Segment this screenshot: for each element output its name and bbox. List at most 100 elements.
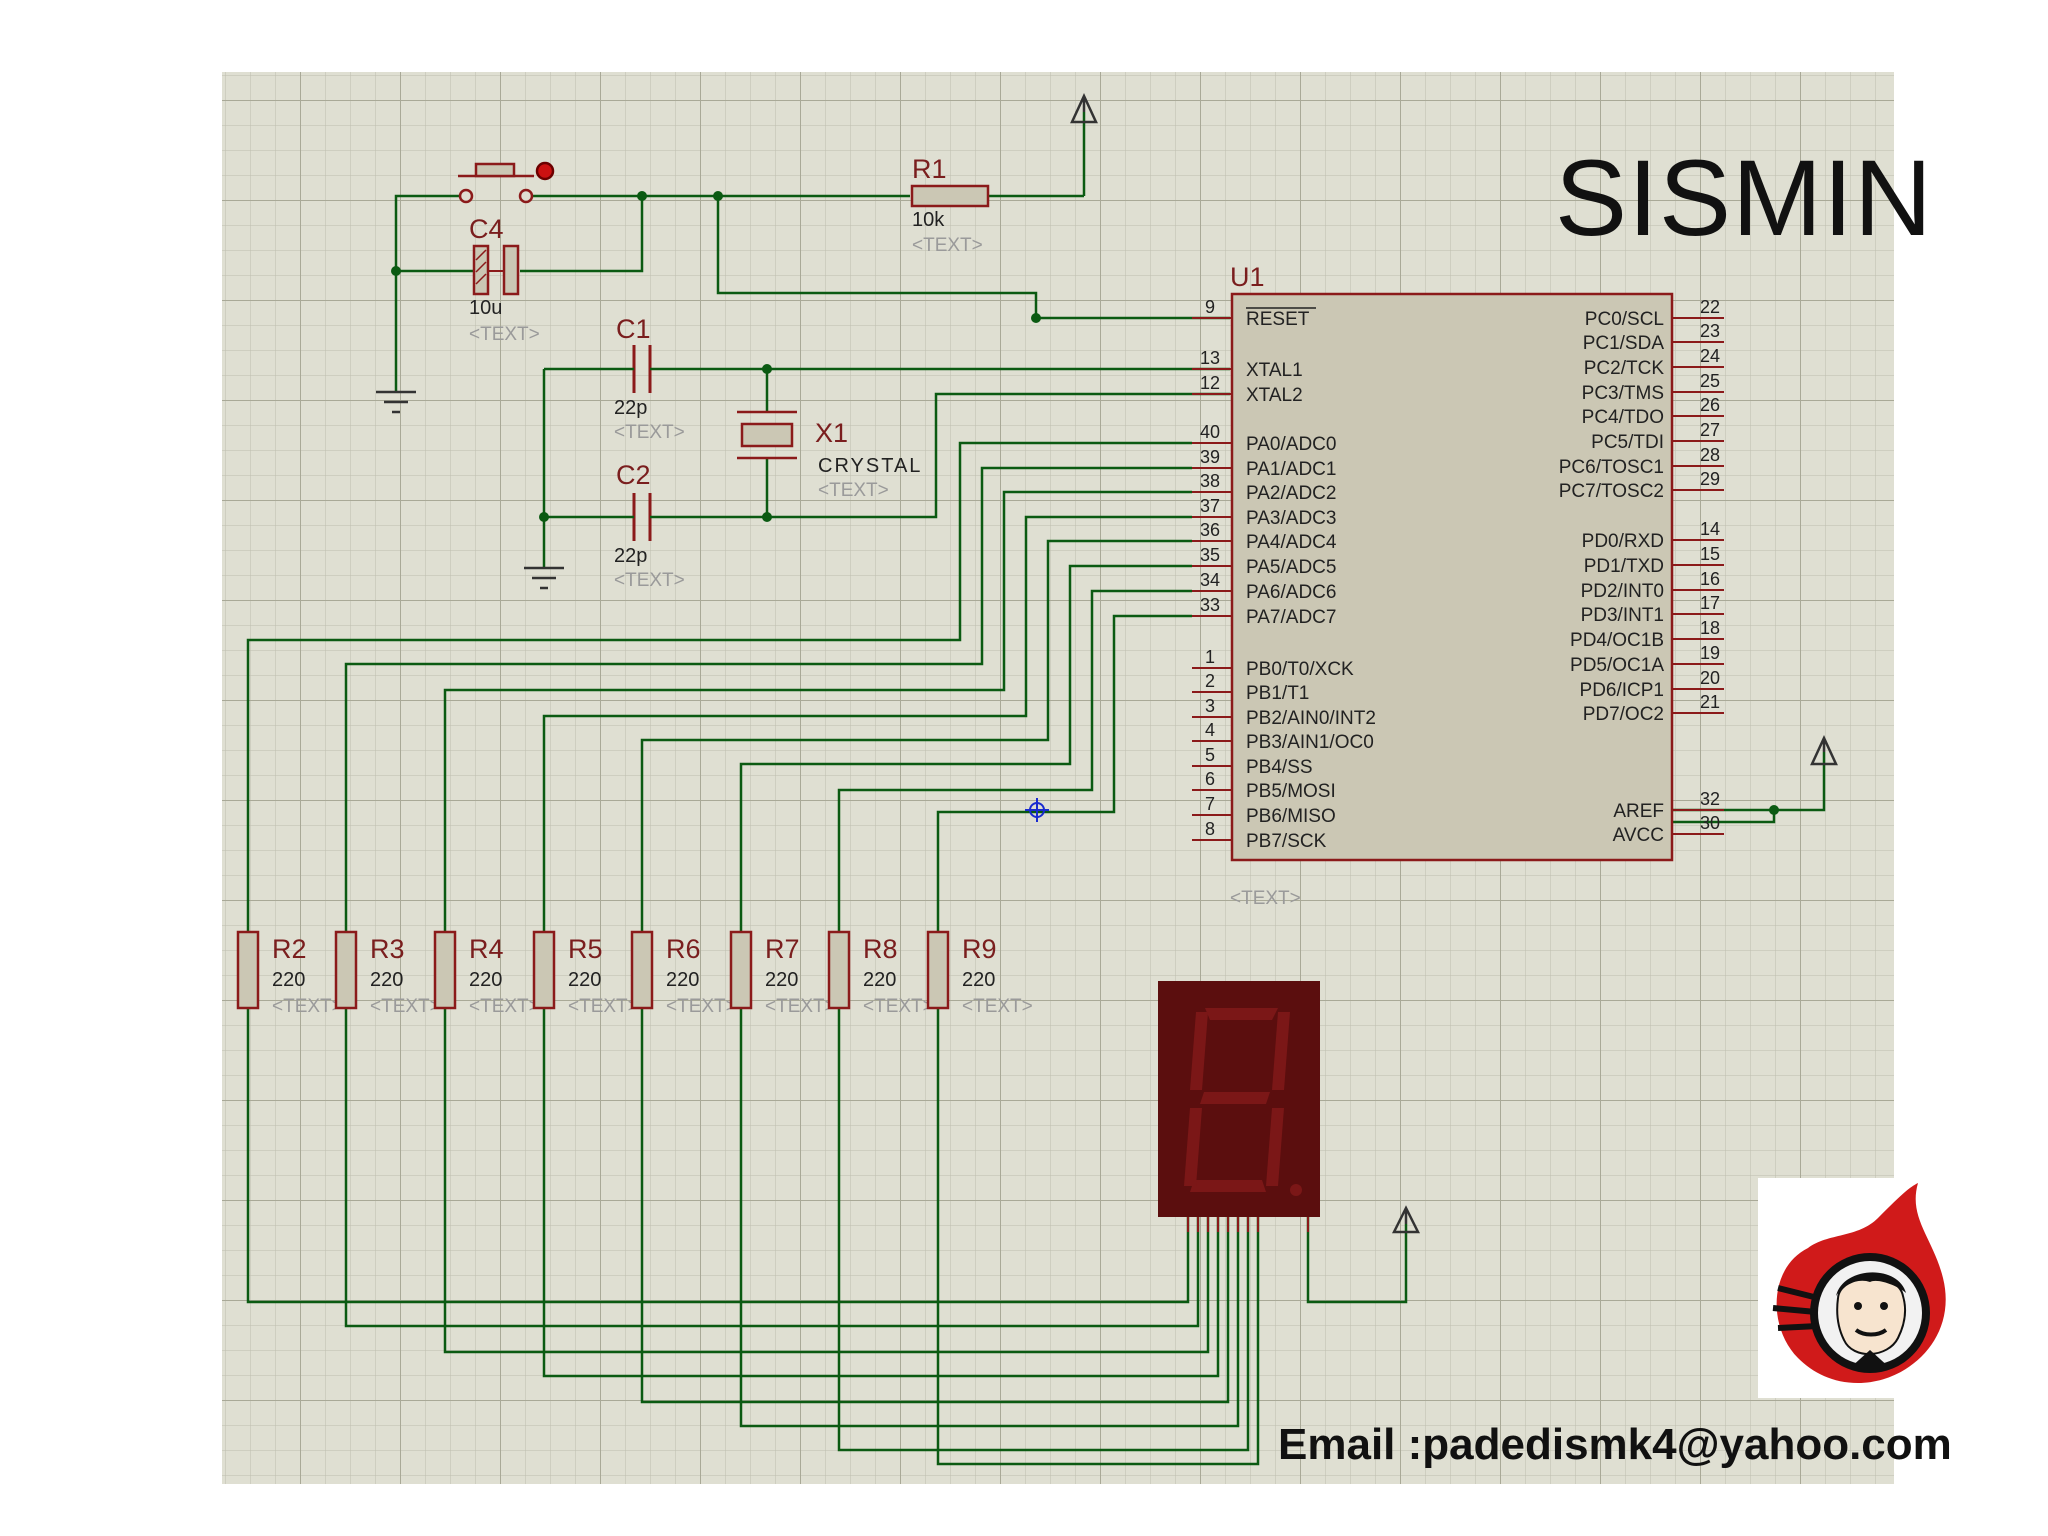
- c1-value: 22p: [614, 397, 647, 419]
- resistor-ref: R7: [765, 934, 800, 964]
- u1-pin-label: AVCC: [1613, 825, 1664, 846]
- u1-pin-number: 9: [1205, 297, 1215, 317]
- resistor-value: 220: [666, 969, 699, 991]
- u1-pin-label: PB2/AIN0/INT2: [1246, 708, 1376, 729]
- resistor-ref: R8: [863, 934, 898, 964]
- capacitor-c4[interactable]: C4 10u <TEXT>: [469, 214, 540, 345]
- u1-pin-number: 13: [1200, 348, 1220, 368]
- u1-pin-label: PB5/MOSI: [1246, 781, 1336, 802]
- bus-wires: [246, 441, 1260, 1466]
- seven-segment-display[interactable]: [1158, 981, 1320, 1232]
- u1-pin-number: 33: [1200, 595, 1220, 615]
- resistor-r9[interactable]: R9 220 <TEXT>: [926, 930, 1033, 1017]
- resistor-value: 220: [568, 969, 601, 991]
- u1-pin-label: PB6/MISO: [1246, 806, 1336, 827]
- u1-pin-number: 39: [1200, 447, 1220, 467]
- resistor-value: 220: [469, 969, 502, 991]
- u1-pin-number: 19: [1700, 643, 1720, 663]
- x1-value: CRYSTAL: [818, 455, 922, 477]
- u1-pin-number: 32: [1700, 789, 1720, 809]
- seg-wire: [739, 1008, 1240, 1428]
- u1-pin-number: 28: [1700, 445, 1720, 465]
- u1-pin-number: 27: [1700, 420, 1720, 440]
- r1-text-placeholder: <TEXT>: [912, 235, 983, 256]
- u1-pin-number: 37: [1200, 496, 1220, 516]
- r1-value: 10k: [912, 209, 945, 231]
- resistor-ref: R3: [370, 934, 405, 964]
- u1-pin-label: PC2/TCK: [1584, 358, 1665, 379]
- u1-pin-label: PA6/ADC6: [1246, 582, 1336, 603]
- cartoon-face-logo-icon: [1758, 1178, 1963, 1398]
- u1-pin-number: 25: [1700, 371, 1720, 391]
- ground-icon: [376, 390, 416, 414]
- u1-pin-number: 40: [1200, 422, 1220, 442]
- x1-text-placeholder: <TEXT>: [818, 480, 889, 501]
- seg-wire: [443, 1008, 1210, 1354]
- u1-pin-label: PB1/T1: [1246, 683, 1309, 704]
- u1-pin-number: 17: [1700, 593, 1720, 613]
- power-terminal-icon: [1070, 93, 1098, 124]
- crosshair-cursor-icon: [1025, 798, 1049, 822]
- resistor-text-placeholder: <TEXT>: [962, 996, 1033, 1017]
- u1-pin-label: PC1/SDA: [1583, 333, 1665, 354]
- capacitor-c2[interactable]: [618, 493, 666, 541]
- junction-dots: [391, 191, 1779, 815]
- u1-pin-number: 16: [1700, 569, 1720, 589]
- microcontroller-u1[interactable]: U1 <TEXT> 9RESET13XTAL112XTAL240PA0/ADC0…: [1192, 262, 1724, 909]
- resistor-ref: R2: [272, 934, 307, 964]
- resistor-value: 220: [272, 969, 305, 991]
- resistor-text-placeholder: <TEXT>: [765, 996, 836, 1017]
- u1-pin-number: 34: [1200, 570, 1220, 590]
- resistor-ref: R9: [962, 934, 997, 964]
- resistor-value: 220: [765, 969, 798, 991]
- seg-wire: [936, 1008, 1260, 1466]
- pa-wire: [542, 515, 1192, 932]
- seg-wire: [542, 1008, 1220, 1378]
- c1-text-placeholder: <TEXT>: [614, 422, 685, 443]
- capacitor-c1[interactable]: [618, 345, 666, 393]
- resistor-value: 220: [962, 969, 995, 991]
- u1-pin-label: XTAL2: [1246, 385, 1303, 406]
- u1-pin-number: 7: [1205, 794, 1215, 814]
- pa-wire: [640, 539, 1192, 932]
- u1-pin-number: 15: [1700, 544, 1720, 564]
- ground-icon: [524, 566, 564, 590]
- resistor-array: R2220<TEXT>R3220<TEXT>R4220<TEXT>R5220<T…: [236, 930, 1033, 1017]
- u1-pin-label: PC7/TOSC2: [1559, 481, 1664, 502]
- u1-pin-label: PA0/ADC0: [1246, 434, 1336, 455]
- seg-wire: [344, 1008, 1200, 1328]
- u1-pin-number: 1: [1205, 647, 1215, 667]
- u1-pin-number: 8: [1205, 819, 1215, 839]
- u1-pin-label: PA1/ADC1: [1246, 459, 1336, 480]
- c4-text-placeholder: <TEXT>: [469, 324, 540, 345]
- resistor-r7[interactable]: R7 220 <TEXT>: [729, 930, 836, 1017]
- u1-pin-label: PD7/OC2: [1583, 704, 1664, 725]
- u1-pin-label: PB7/SCK: [1246, 831, 1327, 852]
- u1-pin-number: 21: [1700, 692, 1720, 712]
- c2-ref: C2: [616, 460, 651, 490]
- u1-pin-label: AREF: [1613, 801, 1664, 822]
- u1-pin-number: 6: [1205, 769, 1215, 789]
- crystal-x1[interactable]: [737, 410, 797, 460]
- u1-pin-label: PB0/T0/XCK: [1246, 659, 1354, 680]
- u1-pin-label: PD3/INT1: [1581, 605, 1664, 626]
- resistor-text-placeholder: <TEXT>: [469, 996, 540, 1017]
- resistor-text-placeholder: <TEXT>: [568, 996, 639, 1017]
- u1-pin-label: XTAL1: [1246, 360, 1303, 381]
- u1-pin-label: PD4/OC1B: [1570, 630, 1664, 651]
- c4-value: 10u: [469, 297, 502, 319]
- pa-wire: [837, 589, 1192, 932]
- switch-state-dot: [535, 161, 555, 181]
- u1-pin-number: 18: [1700, 618, 1720, 638]
- resistor-r1[interactable]: R1 10k <TEXT>: [910, 154, 990, 256]
- u1-pin-number: 3: [1205, 696, 1215, 716]
- reset-pushbutton[interactable]: [458, 161, 555, 204]
- u1-pin-label: PA3/ADC3: [1246, 508, 1336, 529]
